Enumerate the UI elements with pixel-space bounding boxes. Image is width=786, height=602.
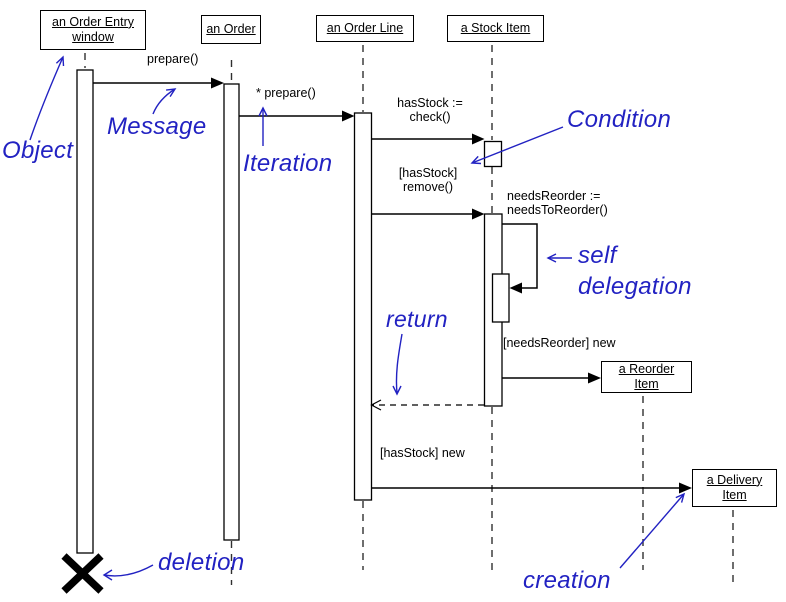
activation-order-line <box>353 112 373 501</box>
message-arrow-prepare <box>93 77 224 89</box>
message-arrow-reorder-new <box>502 372 601 384</box>
message-arrow-check <box>371 133 485 145</box>
message-arrow-iter-prepare <box>239 110 355 122</box>
object-box-order: an Order <box>201 15 261 44</box>
message-label-reorder-new: [needsReorder] new <box>503 336 616 350</box>
annotation-line: self <box>578 242 617 269</box>
annotation-condition: Condition <box>567 106 672 133</box>
self-call-arrow <box>502 223 538 294</box>
object-box-order-entry: an Order Entry window <box>40 10 146 50</box>
message-label-line: remove() <box>402 180 453 194</box>
annotation-arrow-self-delegation <box>546 253 572 263</box>
annotation-arrow-deletion <box>102 564 154 581</box>
annotation-arrow-object <box>29 55 65 141</box>
annotation-arrow-condition <box>470 126 564 165</box>
message-label-line: needsReorder := <box>507 189 601 203</box>
annotation-arrow-return <box>392 333 403 396</box>
message-label-remove: [hasStock] remove() <box>388 166 468 194</box>
annotation-creation: creation <box>523 567 611 594</box>
message-label-check: hasStock := check() <box>390 96 470 124</box>
object-label: an Order <box>206 21 256 36</box>
annotation-arrow-iteration <box>258 106 268 146</box>
message-label-line: [hasStock] <box>398 166 458 180</box>
annotation-return: return <box>386 306 448 332</box>
object-label: an Order Entry <box>52 14 134 29</box>
message-label-line: check() <box>409 110 451 124</box>
return-arrow <box>370 399 484 411</box>
annotation-self-delegation: self delegation <box>578 240 692 302</box>
message-label-needs-reorder: needsReorder := needsToReorder() <box>507 189 608 217</box>
object-box-stock-item: a Stock Item <box>447 15 544 42</box>
object-label: an Order Line <box>326 20 404 35</box>
object-label: Item <box>722 488 747 502</box>
annotation-arrow-creation <box>619 492 686 569</box>
activation-bars <box>76 69 510 554</box>
annotation-line: delegation <box>578 273 692 300</box>
annotation-arrow-message <box>152 88 177 115</box>
message-label-delivery-new: [hasStock] new <box>380 446 465 460</box>
message-label-line: needsToReorder() <box>507 203 608 217</box>
message-label-line: hasStock := <box>397 96 463 110</box>
message-arrow-remove <box>371 208 485 220</box>
annotation-message: Message <box>107 113 207 140</box>
annotation-object: Object <box>2 137 74 164</box>
annotation-iteration: Iteration <box>243 150 333 177</box>
message-label-iter-prepare: * prepare() <box>256 86 316 100</box>
annotation-deletion: deletion <box>158 549 245 576</box>
object-box-order-line: an Order Line <box>316 15 414 42</box>
activation-stock-nested <box>491 273 510 323</box>
object-label: a Stock Item <box>460 20 531 35</box>
object-label: a Delivery <box>706 472 763 487</box>
object-label: Item <box>634 377 659 391</box>
object-label: window <box>72 30 114 44</box>
object-box-reorder-item: a Reorder Item <box>601 361 692 393</box>
activation-order <box>223 83 240 541</box>
message-label-prepare: prepare() <box>147 52 199 66</box>
object-label: a Reorder <box>618 361 675 376</box>
object-box-delivery-item: a Delivery Item <box>692 469 777 507</box>
activation-order-entry <box>76 69 94 554</box>
deletion-x-icon <box>61 553 104 594</box>
message-arrow-delivery-new <box>371 482 692 494</box>
